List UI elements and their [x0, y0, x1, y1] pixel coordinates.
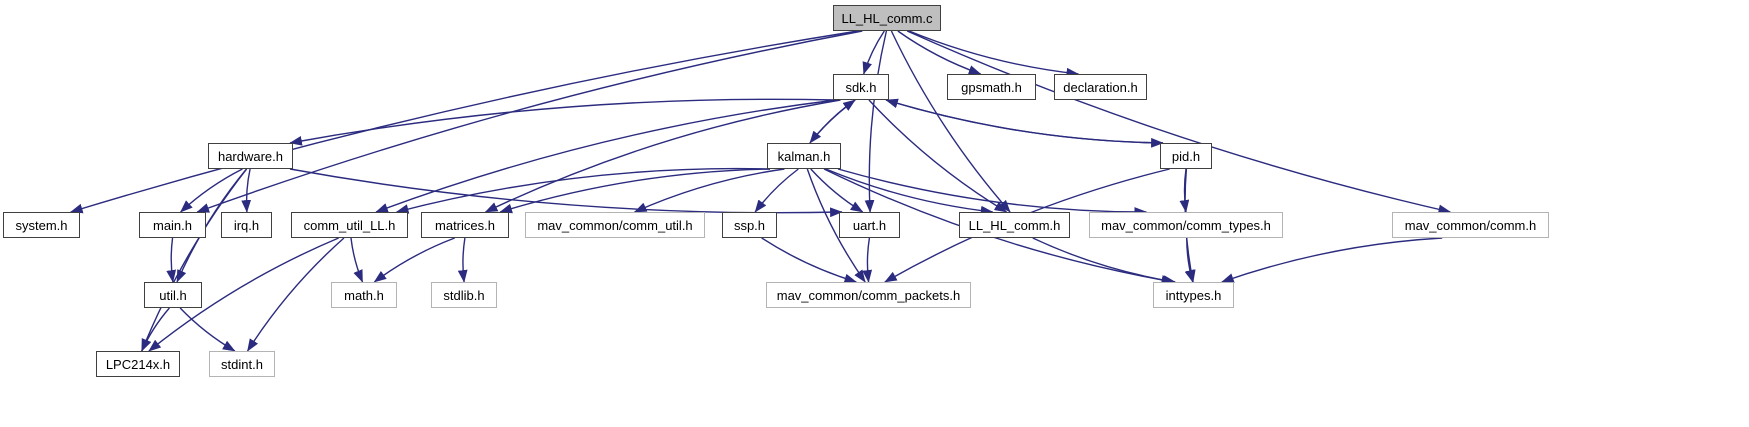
- graph-node-mav-common-comm-packets-h[interactable]: mav_common/comm_packets.h: [766, 282, 971, 308]
- graph-edge: [885, 98, 1164, 144]
- graph-node-stdlib-h[interactable]: stdlib.h: [431, 282, 497, 308]
- graph-edge: [809, 99, 856, 144]
- graph-edge: [350, 237, 364, 283]
- graph-node-mav-common-comm-util-h[interactable]: mav_common/comm_util.h: [525, 212, 705, 238]
- graph-edge: [140, 307, 170, 352]
- graph-edge: [862, 30, 885, 75]
- graph-edge: [373, 237, 455, 283]
- graph-edge: [825, 168, 994, 216]
- graph-edge: [906, 30, 1452, 215]
- graph-node-label: mav_common/comm_types.h: [1101, 217, 1271, 233]
- graph-node-label: stdint.h: [221, 356, 263, 372]
- graph-edge: [809, 99, 856, 144]
- graph-edge: [754, 168, 799, 213]
- graph-node-label: mav_common/comm_packets.h: [776, 287, 961, 303]
- graph-node-comm-util-ll-h[interactable]: comm_util_LL.h: [291, 212, 408, 238]
- graph-edge: [141, 168, 248, 352]
- graph-edge: [289, 168, 843, 218]
- graph-edge: [499, 168, 771, 214]
- graph-edge: [457, 237, 468, 283]
- graph-node-label: LPC214x.h: [105, 356, 171, 372]
- graph-edge: [864, 30, 888, 213]
- graph-edge: [1221, 237, 1443, 283]
- graph-node-matrices-h[interactable]: matrices.h: [421, 212, 509, 238]
- graph-node-label: gpsmath.h: [961, 79, 1022, 95]
- graph-edge: [761, 237, 858, 284]
- graph-node-label: declaration.h: [1063, 79, 1138, 95]
- graph-node-label: hardware.h: [217, 148, 284, 164]
- graph-node-label: comm_util_LL.h: [303, 217, 396, 233]
- graph-node-mav-common-comm-h[interactable]: mav_common/comm.h: [1392, 212, 1549, 238]
- graph-node-label: mav_common/comm_util.h: [537, 217, 693, 233]
- graph-edge: [837, 168, 1148, 217]
- graph-edge: [180, 168, 243, 213]
- graph-edge: [1179, 168, 1190, 213]
- graph-node-ll-hl-comm-c[interactable]: LL_HL_comm.c: [833, 5, 941, 31]
- graph-node-gpsmath-h[interactable]: gpsmath.h: [947, 74, 1036, 100]
- graph-node-label: system.h: [15, 217, 68, 233]
- graph-node-label: pid.h: [1171, 148, 1201, 164]
- graph-node-lpc214x-h[interactable]: LPC214x.h: [96, 351, 180, 377]
- graph-node-irq-h[interactable]: irq.h: [221, 212, 272, 238]
- graph-edge: [868, 99, 1008, 213]
- graph-edge: [897, 30, 982, 75]
- graph-node-pid-h[interactable]: pid.h: [1160, 143, 1212, 169]
- graph-edge: [166, 237, 177, 283]
- graph-edge: [241, 168, 252, 213]
- graph-node-inttypes-h[interactable]: inttypes.h: [1153, 282, 1234, 308]
- graph-node-label: uart.h: [852, 217, 887, 233]
- graph-edge: [890, 30, 1011, 213]
- graph-node-label: ssp.h: [733, 217, 766, 233]
- graph-node-hardware-h[interactable]: hardware.h: [208, 143, 293, 169]
- graph-node-stdint-h[interactable]: stdint.h: [209, 351, 275, 377]
- graph-edge: [179, 307, 236, 352]
- graph-node-math-h[interactable]: math.h: [331, 282, 397, 308]
- graph-node-label: LL_HL_comm.c: [841, 10, 933, 26]
- graph-node-label: mav_common/comm.h: [1404, 217, 1537, 233]
- graph-edge: [633, 168, 785, 213]
- graph-edge: [395, 167, 771, 214]
- graph-node-label: irq.h: [233, 217, 260, 233]
- graph-node-kalman-h[interactable]: kalman.h: [767, 143, 841, 169]
- graph-node-label: kalman.h: [777, 148, 831, 164]
- graph-node-label: inttypes.h: [1165, 287, 1222, 303]
- graph-node-system-h[interactable]: system.h: [3, 212, 80, 238]
- graph-node-uart-h[interactable]: uart.h: [839, 212, 900, 238]
- graph-node-label: util.h: [159, 287, 187, 303]
- graph-node-declaration-h[interactable]: declaration.h: [1054, 74, 1147, 100]
- graph-edge: [70, 30, 858, 214]
- graph-edge: [246, 237, 345, 352]
- graph-edge: [862, 237, 873, 283]
- graph-node-sdk-h[interactable]: sdk.h: [833, 74, 889, 100]
- graph-edge: [1032, 237, 1176, 285]
- graph-edge: [196, 30, 863, 213]
- graph-node-label: math.h: [344, 287, 384, 303]
- graph-node-label: main.h: [152, 217, 193, 233]
- graph-node-mav-common-comm-types-h[interactable]: mav_common/comm_types.h: [1089, 212, 1283, 238]
- graph-node-label: LL_HL_comm.h: [968, 217, 1061, 233]
- graph-node-util-h[interactable]: util.h: [144, 282, 202, 308]
- graph-edge: [1184, 237, 1195, 283]
- graph-node-label: stdlib.h: [443, 287, 485, 303]
- graph-edge: [810, 168, 864, 213]
- graph-edge: [885, 99, 1164, 148]
- graph-node-label: matrices.h: [435, 217, 495, 233]
- graph-node-ssp-h[interactable]: ssp.h: [722, 212, 777, 238]
- graph-edge: [908, 30, 1080, 78]
- graph-node-main-h[interactable]: main.h: [139, 212, 206, 238]
- graph-node-label: sdk.h: [845, 79, 877, 95]
- graph-edge: [289, 98, 837, 146]
- graph-node-ll-hl-comm-h[interactable]: LL_HL_comm.h: [959, 212, 1070, 238]
